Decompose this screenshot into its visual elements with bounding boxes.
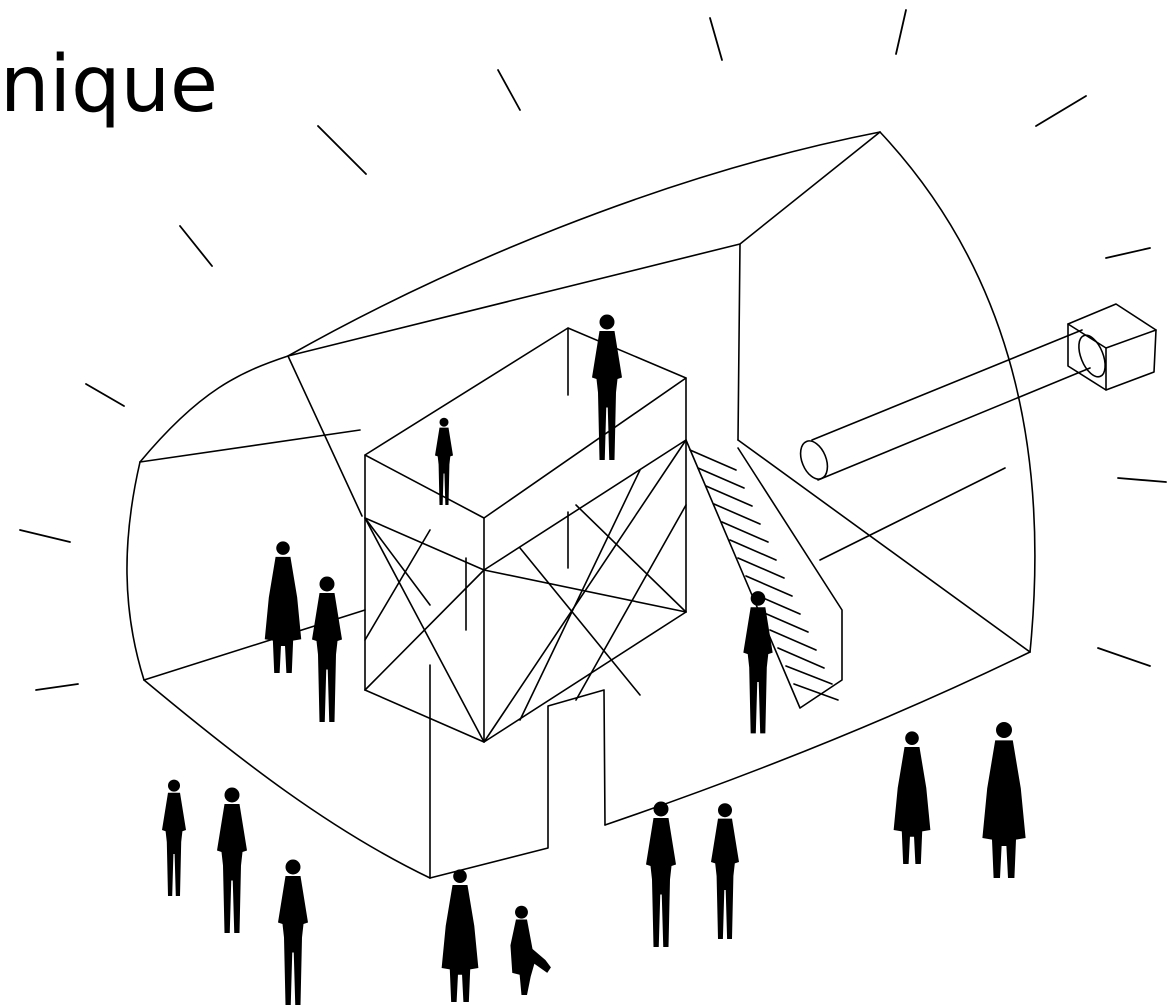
person-silhouette bbox=[264, 541, 302, 673]
person-silhouette bbox=[441, 869, 479, 1002]
radiating-marks bbox=[19, 9, 1167, 691]
person-silhouette bbox=[435, 417, 453, 505]
person-silhouette bbox=[312, 576, 342, 722]
people-silhouettes bbox=[162, 314, 1026, 1005]
person-silhouette bbox=[893, 731, 931, 864]
beam-pipe bbox=[799, 303, 1157, 481]
person-silhouette bbox=[278, 859, 308, 1005]
person-silhouette bbox=[162, 779, 186, 896]
person-silhouette bbox=[646, 801, 676, 947]
page-title: nique bbox=[0, 40, 219, 130]
person-silhouette bbox=[592, 314, 622, 460]
person-silhouette bbox=[743, 591, 773, 734]
person-silhouette bbox=[217, 787, 247, 933]
chamber-shell bbox=[126, 131, 1036, 879]
child-silhouette bbox=[510, 905, 551, 995]
person-silhouette bbox=[711, 803, 739, 939]
person-silhouette bbox=[982, 722, 1026, 878]
scaffold-platform bbox=[364, 327, 687, 743]
